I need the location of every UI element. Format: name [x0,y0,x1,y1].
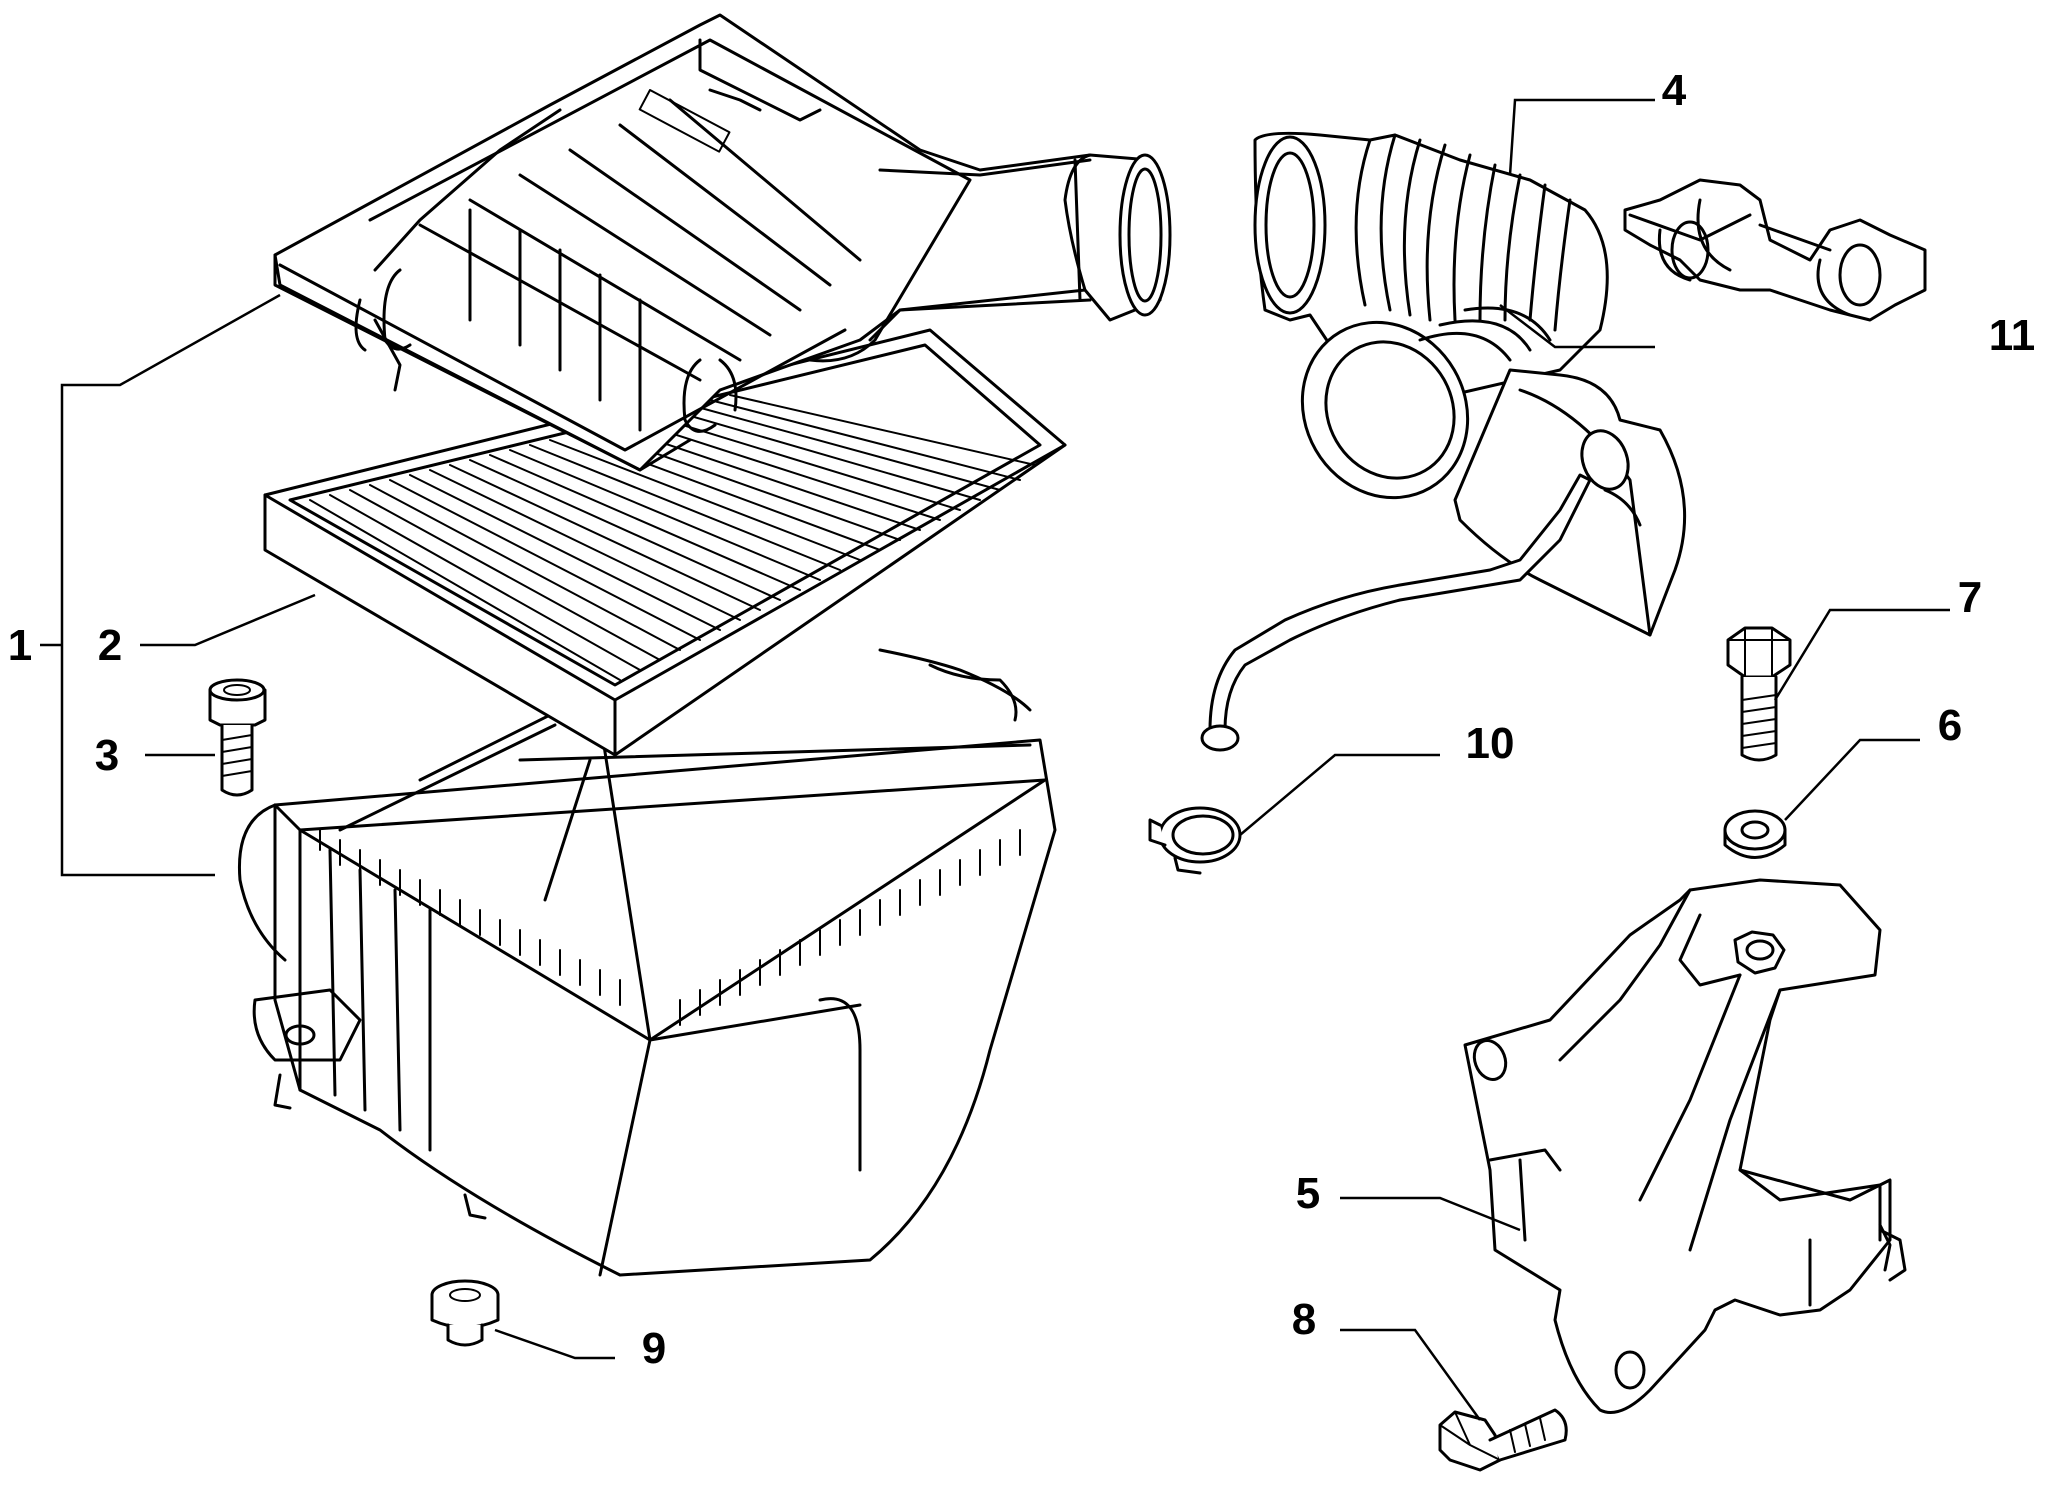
callout-3: 3 [95,731,119,780]
callout-11: 11 [1989,311,2036,360]
callout-labels: 1 2 3 4 5 6 7 8 9 10 11 [8,66,2036,1373]
air-filter-lower-box [237,648,1057,1277]
callout-1: 1 [8,621,32,670]
washer-part-6 [1723,809,1787,859]
callout-10: 10 [1466,719,1515,768]
callout-7: 7 [1958,573,1982,622]
callout-5: 5 [1296,1169,1320,1218]
hose-clamp-part-10 [1148,806,1242,875]
screw-part-3 [208,678,267,797]
intake-hose-part-4 [1200,131,1687,752]
clip-part-11 [1623,178,1927,322]
bracket-part-5 [1463,878,1907,1414]
callout-6: 6 [1938,701,1962,750]
callout-4: 4 [1662,66,1687,115]
callout-2: 2 [98,621,122,670]
callout-9: 9 [642,1324,666,1373]
air-filter-lid [273,13,1172,472]
callout-8: 8 [1292,1295,1316,1344]
bolt-part-8 [1438,1408,1568,1472]
bolt-part-7 [1726,626,1792,762]
leader-lines [40,98,1950,1421]
plug-part-9 [430,1279,500,1347]
